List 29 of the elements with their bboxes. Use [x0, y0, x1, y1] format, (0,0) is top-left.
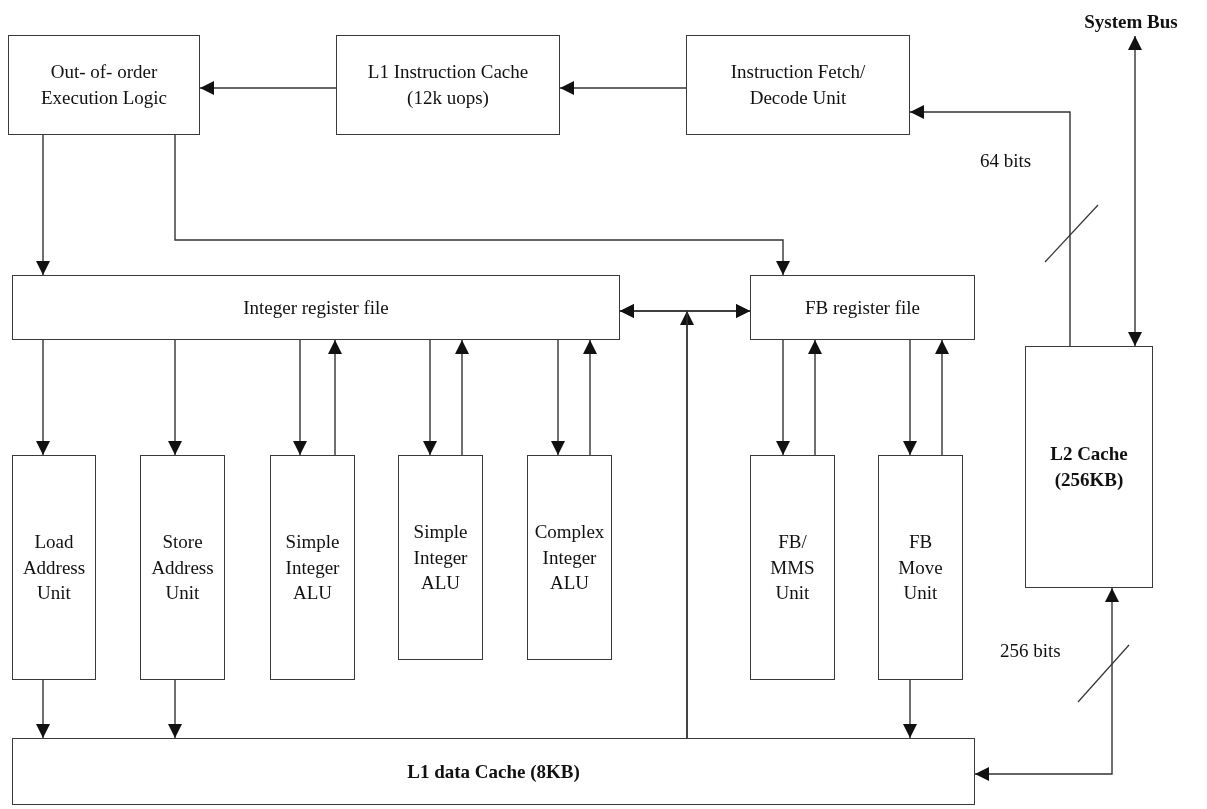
unit-label: FB Move Unit — [897, 530, 944, 606]
unit-box — [12, 455, 96, 680]
unit-box — [398, 455, 483, 660]
unit-label: FB register file — [805, 295, 920, 320]
unit-label: L1 Instruction Cache (12k uops) — [366, 60, 530, 110]
unit-label: FB/ MMS Unit — [769, 530, 816, 606]
unit-box — [686, 35, 910, 135]
unit-box — [527, 455, 612, 660]
unit-box — [750, 275, 975, 340]
unit-label: Load Address Unit — [22, 530, 86, 606]
unit-box — [878, 455, 963, 680]
bus-label: System Bus — [1084, 10, 1178, 35]
unit-label: L1 data Cache (8KB) — [407, 759, 580, 784]
unit-box — [12, 738, 975, 805]
unit-label: Store Address Unit — [151, 530, 214, 606]
unit-box — [1025, 346, 1153, 588]
unit-box — [12, 275, 620, 340]
unit-label: Simple Integer ALU — [284, 530, 341, 606]
unit-label: Instruction Fetch/ Decode Unit — [729, 60, 867, 110]
unit-label: Complex Integer ALU — [534, 520, 605, 596]
unit-label: Out- of- order Execution Logic — [39, 60, 169, 110]
unit-box — [140, 455, 225, 680]
unit-label: L2 Cache (256KB) — [1049, 442, 1129, 492]
unit-label: Simple Integer ALU — [412, 520, 469, 596]
unit-box — [750, 455, 835, 680]
unit-box — [270, 455, 355, 680]
unit-box — [8, 35, 200, 135]
unit-box — [336, 35, 560, 135]
unit-label: Integer register file — [243, 295, 389, 320]
